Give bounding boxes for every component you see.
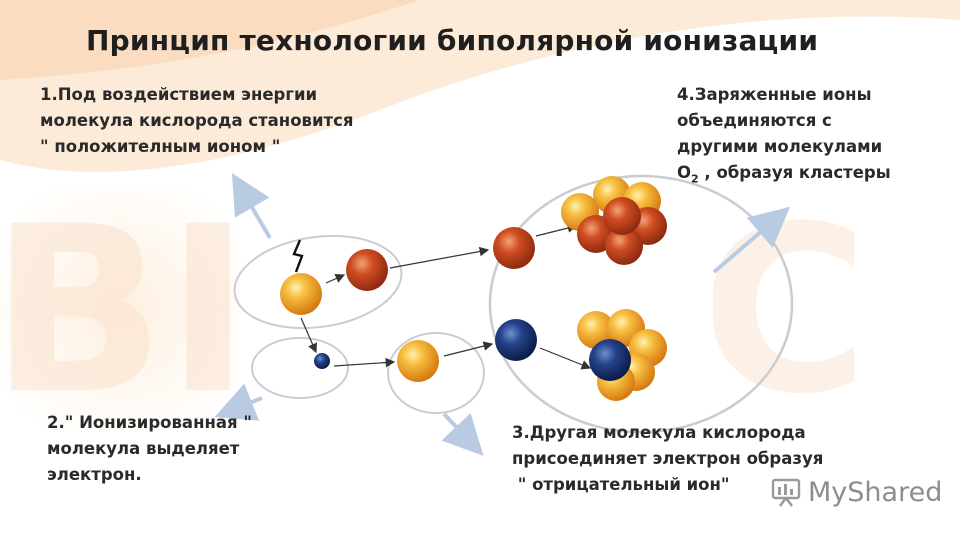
energy-zigzag-icon [292, 239, 304, 273]
step-4-line-3: другими молекулами [677, 137, 883, 156]
watermark: MyShared [770, 476, 942, 508]
arrow-to-red [325, 274, 346, 284]
step-2-line-2: молекула выделяет [47, 439, 240, 458]
negative-ion-blue [495, 319, 537, 361]
electron-blue [314, 353, 330, 369]
step-2-text: 2." Ионизированная " молекула выделяет э… [47, 410, 252, 488]
ellipse-step3 [387, 332, 485, 414]
atoms [280, 227, 537, 382]
ellipse-group [233, 174, 794, 434]
step-1-text: 1.Под воздействием энергии молекула кисл… [40, 82, 353, 160]
oxygen-molecule-orange-2 [397, 340, 439, 382]
ellipse-step4 [488, 174, 794, 434]
ellipse-step2 [251, 337, 349, 399]
step-2-line-1: 2." Ионизированная " [47, 413, 252, 432]
pointer-arrow-step1 [231, 173, 272, 240]
step-4-line-4: O2 , образуя кластеры [677, 160, 891, 192]
positive-ion-red-2 [493, 227, 535, 269]
pointer-arrows [214, 173, 791, 456]
cluster-negative [577, 309, 667, 401]
step-4-text: 4.Заряженные ионы объединяются с другими… [677, 82, 891, 192]
process-arrows [300, 223, 592, 370]
step-4-line-2: объединяются с [677, 111, 832, 130]
step-3-line-2: присоединяет электрон образуя [512, 449, 824, 468]
step-4-line-4-suffix: , образуя кластеры [698, 163, 891, 182]
step-2-line-3: электрон. [47, 465, 142, 484]
arrow-orange-to-blue [443, 341, 494, 357]
step-4-line-1: 4.Заряженные ионы [677, 85, 872, 104]
step-3-line-3: " отрицательный ион" [512, 475, 730, 494]
step-3-text: 3.Другая молекула кислорода присоединяет… [512, 420, 823, 498]
step-1-line-1: 1.Под воздействием энергии [40, 85, 318, 104]
oxygen-molecule-orange [280, 273, 322, 315]
arrow-red-to-red2 [389, 246, 490, 269]
arrow-to-electron [300, 317, 318, 354]
step-1-line-3: " положителным ионом " [40, 137, 281, 156]
o2-symbol: O [677, 163, 692, 182]
pointer-arrow-step2 [214, 383, 263, 421]
step-1-line-2: молекула кислорода становится [40, 111, 354, 130]
step-3-line-1: 3.Другая молекула кислорода [512, 423, 806, 442]
page-title: Принцип технологии биполярной ионизации [86, 24, 819, 57]
arrow-electron-to-orange [333, 357, 396, 368]
cluster-positive [561, 176, 667, 265]
ellipse-step1 [233, 234, 403, 330]
arrow-blue-to-cluster [539, 347, 592, 370]
pointer-arrow-step4 [712, 206, 791, 274]
presentation-board-icon [771, 478, 801, 507]
positive-ion-red [346, 249, 388, 291]
o2-subscript: 2 [691, 172, 699, 186]
watermark-text: MyShared [808, 476, 943, 508]
pointer-arrow-step3 [441, 412, 484, 456]
